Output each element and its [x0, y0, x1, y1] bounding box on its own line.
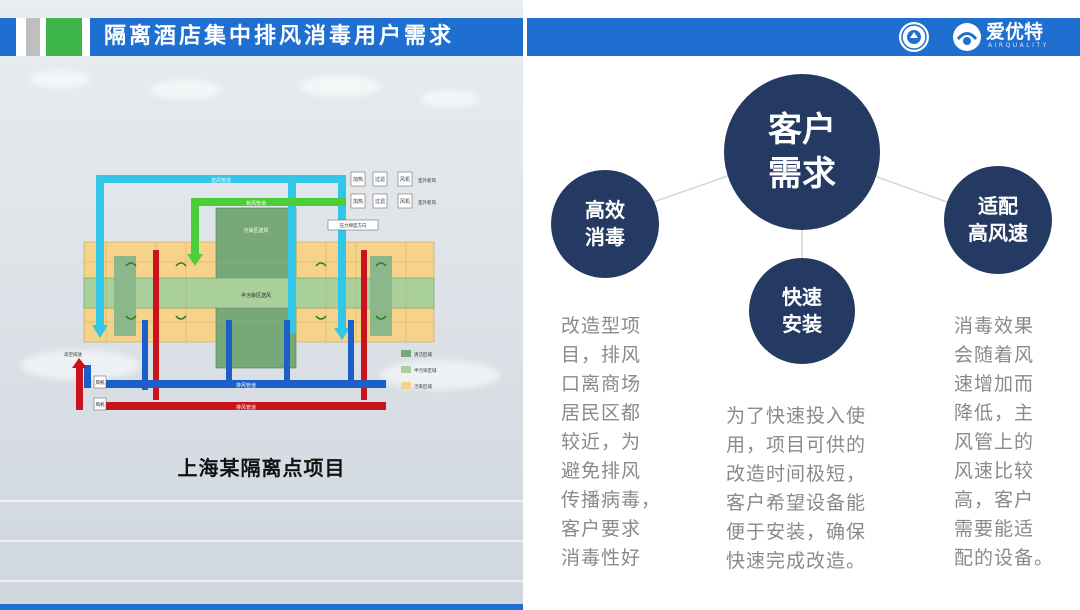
fresh-air-pipe	[191, 198, 346, 206]
seal-logo-icon	[899, 22, 929, 52]
equipment-label: 加热	[353, 176, 363, 183]
header-square-gray	[26, 18, 40, 56]
supply-pipe-label: 送风管道	[211, 177, 231, 184]
header-bar-right	[527, 18, 1080, 56]
header-gap	[82, 18, 90, 56]
pressure-label: 压力梯度方向	[340, 222, 367, 229]
airflow-arrow-icon	[375, 262, 387, 267]
legend-label: 清洁区域	[414, 351, 432, 358]
equipment-label: 风机	[96, 379, 105, 386]
exhaust-out-label: 高空排放	[64, 351, 82, 358]
supply-pipe	[96, 175, 346, 183]
exhaust-riser	[226, 320, 232, 380]
equipment-label: 风机	[400, 176, 410, 183]
supply-riser	[338, 183, 346, 333]
header-gap	[40, 18, 46, 56]
hub-circle: 客户 需求	[724, 74, 880, 230]
ceiling-light	[420, 90, 480, 108]
need-label: 适配 高风速	[968, 194, 1028, 245]
ceiling-light	[380, 360, 500, 390]
outdoor-label: 室外新风	[418, 199, 436, 206]
floor-line	[0, 580, 523, 582]
airflow-arrow-icon	[315, 262, 327, 267]
equipment-label: 风机	[400, 198, 410, 205]
need-label: 高效 消毒	[585, 198, 625, 249]
equipment-label: 风机	[96, 401, 105, 408]
clean-room	[114, 256, 136, 336]
legend-swatch	[401, 382, 411, 389]
diagram-caption: 上海某隔离点项目	[177, 456, 346, 480]
exhaust-riser	[142, 320, 148, 390]
exhaust-riser	[361, 250, 367, 400]
airflow-arrow-icon	[315, 315, 327, 320]
outdoor-label: 室外新风	[418, 177, 436, 184]
page-title: 隔离酒店集中排风消毒用户需求	[104, 24, 455, 49]
arrow-down-icon	[187, 254, 203, 266]
fresh-air-riser	[191, 198, 199, 258]
brand-subtitle: AIRQUALITY	[988, 42, 1049, 49]
equipment-label: 过滤	[375, 198, 385, 205]
equipment-label: 过滤	[375, 176, 385, 183]
arrow-up-icon	[72, 358, 87, 368]
airflow-arrow-icon	[375, 315, 387, 320]
hub-label: 客户 需求	[768, 110, 836, 194]
exhaust-pipe-label: 排风管道	[236, 382, 256, 389]
ceiling-light	[300, 75, 380, 97]
legend-swatch	[401, 350, 411, 357]
floor-line	[0, 500, 523, 502]
exhaust-stack	[76, 365, 83, 410]
need-label: 快速 安装	[782, 285, 822, 336]
airflow-arrow-icon	[125, 262, 137, 267]
bottom-bar	[0, 604, 523, 610]
airflow-arrow-icon	[175, 315, 187, 320]
header-gap	[16, 18, 26, 56]
legend-label: 半污染区域	[414, 367, 437, 374]
clean-room	[370, 256, 392, 336]
arrow-down-icon	[92, 325, 108, 338]
exhaust-pipe-label: 排风管道	[236, 404, 256, 411]
airflow-arrow-icon	[125, 315, 137, 320]
legend-swatch	[401, 366, 411, 373]
need-circle-disinfection: 高效 消毒	[551, 170, 659, 278]
exhaust-riser	[348, 320, 354, 385]
exhaust-stack	[84, 365, 91, 388]
need-description-high-airspeed: 消毒效果 会随着风 速增加而 降低，主 风管上的 风速比较 高，客户 需要能适 …	[954, 315, 1055, 569]
need-description-disinfection: 改造型项 目，排风 口离商场 居民区都 较近，为 避免排风 传播病毒， 客户要求…	[561, 315, 662, 569]
brand-name: 爱优特	[986, 21, 1044, 43]
legend-label: 污染区域	[414, 383, 432, 390]
brand-logo-icon	[953, 23, 981, 51]
floor-line	[0, 540, 523, 542]
ventilation-diagram: 送风管道 新风管道 加热 过滤 风机 加热 过滤 风机 室外新风 室外新风 压力…	[64, 171, 437, 411]
fresh-air-pipe-label: 新风管道	[246, 200, 266, 207]
exhaust-riser	[284, 320, 290, 380]
exhaust-pipe-blue	[106, 380, 386, 388]
header-square-green	[46, 18, 82, 56]
equipment-label: 加热	[353, 198, 363, 205]
zone-label: 半污染区送风	[241, 292, 271, 299]
need-description-installation: 为了快速投入使 用，项目可供的 改造时间极短， 客户希望设备能 便于安装，确保 …	[726, 405, 867, 572]
supply-riser	[96, 175, 104, 330]
supply-riser	[288, 183, 296, 333]
header-square-blue	[0, 18, 16, 56]
zone-label: 污染区送风	[243, 227, 268, 234]
ceiling-light	[150, 80, 220, 100]
arrow-down-icon	[334, 328, 350, 340]
need-circle-high-airspeed: 适配 高风速	[944, 166, 1052, 274]
exhaust-riser	[153, 250, 159, 400]
need-circle-installation: 快速 安装	[749, 258, 855, 364]
exhaust-pipe-red	[106, 402, 386, 410]
ceiling-light	[30, 70, 90, 88]
airflow-arrow-icon	[175, 262, 187, 267]
